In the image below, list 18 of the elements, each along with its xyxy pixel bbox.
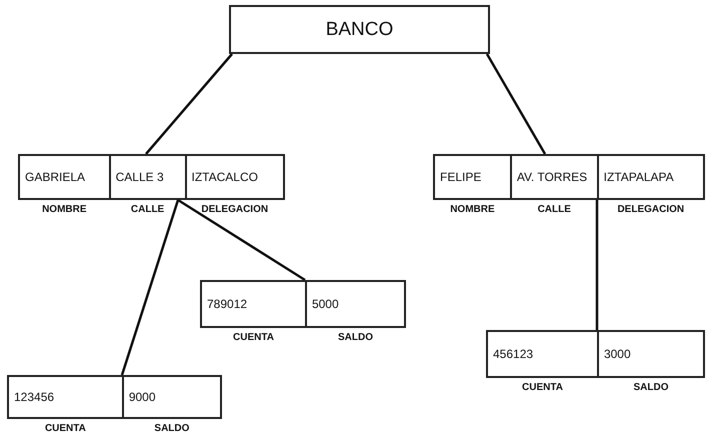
field-name: SALDO: [154, 423, 190, 434]
connector-line: [177, 198, 306, 282]
connector-line: [120, 200, 180, 376]
field-name: DELEGACION: [617, 204, 684, 215]
field-name: DELEGACION: [201, 204, 268, 215]
field-name: SALDO: [338, 332, 373, 343]
field-name: CALLE: [130, 204, 164, 215]
connector-line: [596, 200, 598, 330]
connector-line: [486, 53, 546, 155]
field-name: NOMBRE: [450, 204, 495, 215]
entity-box: BANCO: [229, 5, 490, 54]
field-name: CUENTA: [44, 423, 86, 434]
field-name: CALLE: [538, 204, 571, 215]
field-name: CUENTA: [233, 332, 274, 343]
field-name: SALDO: [633, 382, 668, 393]
connector-line: [145, 53, 233, 155]
field-name: NOMBRE: [42, 204, 87, 215]
field-name: CUENTA: [522, 382, 563, 393]
